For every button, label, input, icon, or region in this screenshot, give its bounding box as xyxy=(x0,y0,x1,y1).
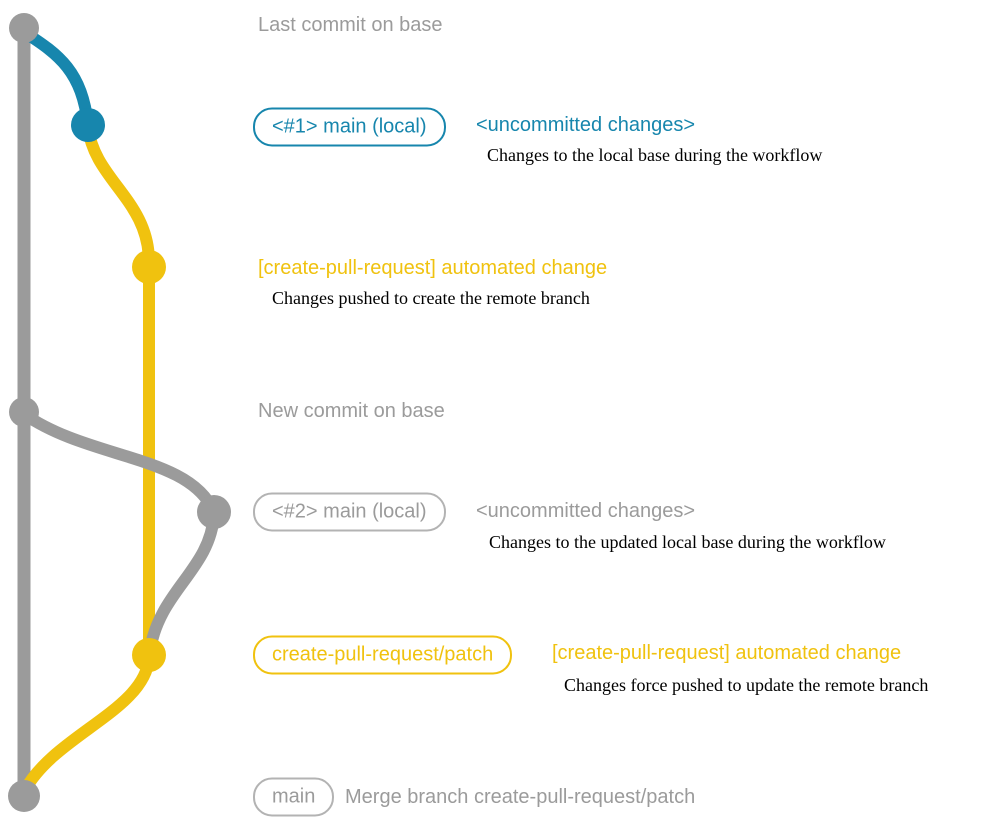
commit-title-automated-change-2: [create-pull-request] automated change xyxy=(552,642,902,664)
label-new-commit-on-base: New commit on base xyxy=(258,400,445,422)
commit-node-automated-change-2 xyxy=(132,638,166,672)
commit-node-main-local-1 xyxy=(71,108,105,142)
commit-graph xyxy=(8,13,231,812)
branch-curve-merge-to-base xyxy=(19,652,155,796)
label-merge-branch: Merge branch create-pull-request/patch xyxy=(345,786,696,808)
label-last-commit-on-base: Last commit on base xyxy=(258,14,443,36)
commit-node-automated-change-1 xyxy=(132,250,166,284)
badge-create-pull-request-patch: create-pull-request/patch xyxy=(253,635,513,675)
badge-main: main xyxy=(253,777,335,817)
commit-node-main-local-2 xyxy=(197,495,231,529)
commit-desc-updated-local-base-changes: Changes to the updated local base during… xyxy=(489,532,886,553)
commit-desc-force-pushed-update-remote: Changes force pushed to update the remot… xyxy=(564,675,929,696)
commit-title-automated-change-1: [create-pull-request] automated change xyxy=(258,257,608,279)
commit-node-last-commit-on-base xyxy=(9,13,39,43)
branch-curve-main-local-2 xyxy=(18,408,220,518)
commit-node-new-commit-on-base xyxy=(9,397,39,427)
commit-desc-pushed-create-remote: Changes pushed to create the remote bran… xyxy=(272,288,590,309)
commit-desc-local-base-changes: Changes to the local base during the wor… xyxy=(487,145,823,166)
commit-title-uncommitted-changes-1: <uncommitted changes> xyxy=(476,114,696,136)
badge-main-local-2: <#2> main (local) xyxy=(253,492,446,532)
badge-main-local-1: <#1> main (local) xyxy=(253,107,446,147)
commit-node-merge-commit xyxy=(8,780,40,812)
branch-curve-create-pull-request xyxy=(82,121,155,661)
commit-title-uncommitted-changes-2: <uncommitted changes> xyxy=(476,500,696,522)
branch-curve-rebase-to-patch xyxy=(144,509,220,656)
